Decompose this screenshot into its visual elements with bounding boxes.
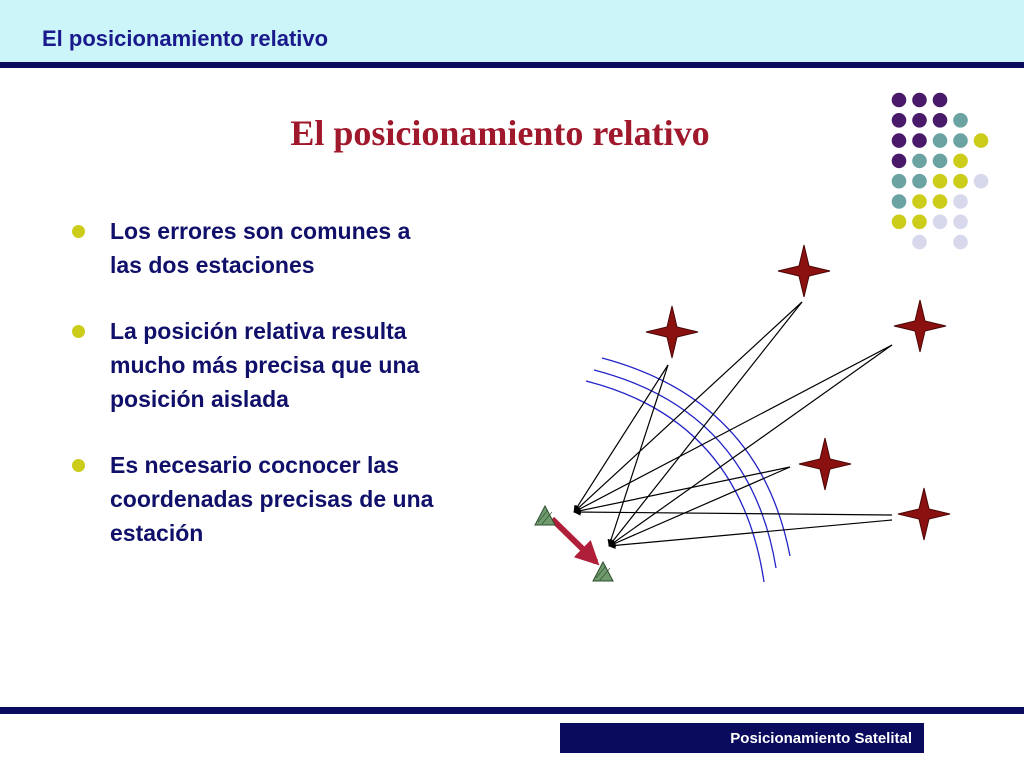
decorative-dot [912, 234, 927, 250]
bullet-line: coordenadas precisas de una [110, 486, 434, 512]
signal-rays [573, 301, 893, 549]
signal-ray [608, 519, 893, 549]
header-band [0, 0, 1024, 62]
bullet-item-3: Es necesario cocnocer las coordenadas pr… [70, 448, 530, 550]
bullet-dot-icon [72, 459, 85, 472]
footer-box: Posicionamiento Satelital [560, 723, 924, 753]
signal-ray [573, 344, 893, 513]
decorative-dot [912, 113, 927, 128]
slide-title: El posicionamiento relativo [290, 113, 710, 153]
station-icon [592, 560, 614, 582]
footer-label: Posicionamiento Satelital [730, 730, 912, 747]
decorative-dot [912, 153, 927, 169]
signal-ray [573, 301, 803, 513]
decorative-dot [953, 194, 968, 209]
decorative-dot [891, 133, 907, 148]
bullet-item-2: La posición relativa resulta mucho más p… [70, 314, 530, 416]
decorative-dot [932, 92, 948, 108]
decorative-dot [953, 133, 968, 148]
bullet-dot-icon [72, 225, 85, 238]
decorative-dot [891, 214, 907, 230]
satellites [645, 244, 951, 541]
decorative-dot [932, 133, 948, 148]
signal-ray [573, 364, 669, 513]
decorative-dot [953, 173, 968, 189]
satellite-star-icon [645, 305, 699, 359]
decorative-dot [973, 173, 989, 189]
bullet-dot-icon [72, 325, 85, 338]
decorative-dot [932, 173, 948, 189]
signal-ray [608, 301, 803, 547]
decorative-dot [953, 234, 968, 250]
signal-arc [601, 357, 791, 557]
decorative-dot [932, 214, 948, 230]
decorative-dot [891, 194, 907, 209]
signal-ray [573, 466, 791, 515]
bullet-line: La posición relativa resulta [110, 318, 407, 344]
bullet-line: mucho más precisa que una [110, 352, 420, 378]
baseline-arrow [549, 516, 600, 566]
decorative-dot [912, 92, 927, 108]
decorative-dot [953, 153, 968, 169]
decorative-dot [973, 133, 989, 148]
signal-ray [607, 364, 669, 547]
signal-arc [593, 369, 777, 569]
decorative-dot [932, 153, 948, 169]
decorative-dot [932, 194, 948, 209]
bullet-list: Los errores son comunes a las dos estaci… [70, 214, 530, 582]
satellite-star-icon [777, 244, 831, 298]
station-icon [534, 504, 556, 526]
bullet-item-1: Los errores son comunes a las dos estaci… [70, 214, 530, 282]
satellite-star-icon [897, 487, 951, 541]
signal-ray [573, 508, 893, 516]
signal-arc [585, 380, 765, 583]
signal-ray [608, 466, 791, 547]
decorative-dot [891, 173, 907, 189]
decorative-dot [953, 214, 968, 230]
satellite-star-icon [798, 437, 852, 491]
decorative-dot [953, 113, 968, 128]
header-title: El posicionamiento relativo [42, 26, 329, 51]
decorative-dot [912, 214, 927, 230]
decorative-dot [891, 113, 907, 128]
decorative-dot [912, 194, 927, 209]
decorative-dot [912, 173, 927, 189]
bullet-line: posición aislada [110, 386, 289, 412]
bullet-line: estación [110, 520, 204, 546]
signal-arcs [585, 357, 791, 583]
footer-rule [0, 707, 1024, 714]
bullet-line: Es necesario cocnocer las [110, 452, 399, 478]
satellite-star-icon [893, 299, 947, 353]
decorative-dot [912, 133, 927, 148]
bullet-line: las dos estaciones [110, 252, 315, 278]
decorative-dot [891, 153, 907, 169]
header-rule [0, 62, 1024, 68]
decorative-dot [891, 92, 907, 108]
bullet-line: Los errores son comunes a [110, 218, 411, 244]
decorative-dot [932, 113, 948, 128]
